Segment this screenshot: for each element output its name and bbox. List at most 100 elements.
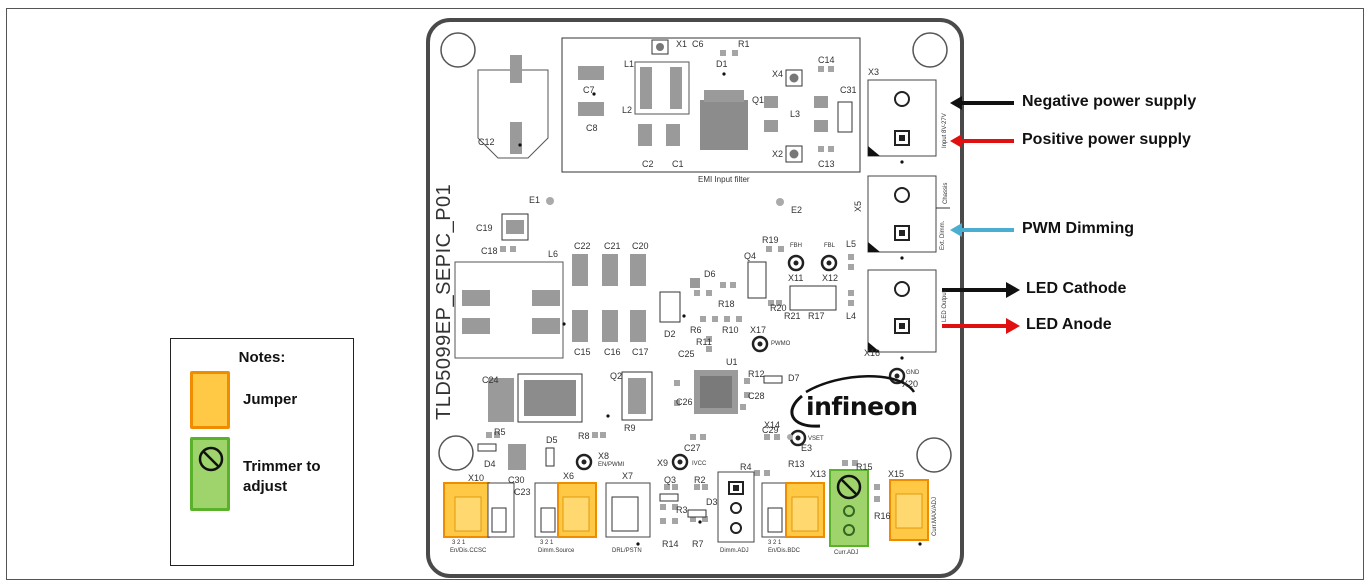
label-x10: X10 — [468, 473, 485, 483]
label-c12: C12 — [478, 137, 495, 147]
mounting-hole — [916, 437, 952, 473]
label-l5: L5 — [846, 239, 857, 249]
label-x1: X1 — [676, 39, 688, 49]
label-c25: C25 — [678, 349, 695, 359]
label-r6: R6 — [690, 325, 702, 335]
label-r4: R4 — [740, 462, 752, 472]
label-dimm-source: Dimm.Source — [538, 548, 575, 554]
jumper-swatch — [190, 371, 230, 429]
trimmer-legend-label: Trimmer to adjust — [243, 458, 321, 495]
label-r12: R12 — [748, 369, 765, 379]
label-r9: R9 — [624, 423, 636, 433]
board-name: TLD5099EP_SEPIC_P01 — [433, 183, 455, 420]
label-x13: X13 — [810, 469, 827, 479]
label-x17: X17 — [750, 325, 767, 335]
label-c26: C26 — [676, 397, 693, 407]
label-led-output: LED Output — [942, 290, 948, 322]
callout-led-cathode: LED Cathode — [1026, 280, 1127, 297]
jumper-legend-label: Jumper — [243, 391, 298, 408]
label-x2: X2 — [772, 149, 784, 159]
label-r14: R14 — [662, 539, 679, 549]
label-x7: X7 — [622, 471, 634, 481]
label-r2: R2 — [694, 475, 706, 485]
label-fbl: FBL — [824, 243, 836, 249]
label-r15: R15 — [856, 462, 873, 472]
infineon-swoosh — [790, 394, 821, 428]
label-c21: C21 — [604, 241, 621, 251]
label-d2: D2 — [664, 329, 676, 339]
infineon-logo-text: infineon — [806, 392, 918, 421]
label-x12: X12 — [822, 273, 839, 283]
label-c28: C28 — [748, 391, 765, 401]
label-x6: X6 — [563, 471, 575, 481]
label-l2: L2 — [622, 105, 633, 115]
label-r7: R7 — [692, 539, 704, 549]
label-c29: C29 — [762, 425, 779, 435]
label-chassis: Chassis — [943, 182, 949, 204]
label-d1: D1 — [716, 59, 728, 69]
callout-arrows — [942, 96, 1020, 334]
label-r19: R19 — [762, 235, 779, 245]
callout-negative-supply: Negative power supply — [1022, 93, 1197, 110]
label-drl-pstn: DRL/PSTN — [612, 548, 642, 554]
emi-filter-box — [561, 37, 861, 173]
label-c30: C30 — [508, 475, 525, 485]
label-c13: C13 — [818, 159, 835, 169]
label-x15: X15 — [888, 469, 905, 479]
label-q2: Q2 — [610, 371, 623, 381]
label-en-dis-bdc: En/Dis.BDC — [768, 548, 801, 554]
label-x4: X4 — [772, 69, 784, 79]
label-r8: R8 — [578, 431, 590, 441]
label-x3: X3 — [868, 67, 880, 77]
label-curr-adj: Curr.ADJ — [834, 550, 859, 556]
label-c17: C17 — [632, 347, 649, 357]
emi-filter-label: EMI Input filter — [698, 175, 750, 184]
label-d3: D3 — [706, 497, 718, 507]
label-c6: C6 — [692, 39, 704, 49]
l6-outline — [454, 261, 564, 359]
callout-led-anode: LED Anode — [1026, 316, 1112, 333]
label-q3: Q3 — [664, 475, 677, 485]
label-r5: R5 — [494, 427, 506, 437]
notes-legend: Notes: Jumper Trimmer to adjust — [170, 338, 354, 566]
label-x9: X9 — [657, 458, 669, 468]
q1-body — [700, 100, 748, 150]
pins-x10: 3 2 1 — [452, 540, 466, 546]
mounting-hole — [912, 32, 948, 68]
label-c27: C27 — [684, 443, 701, 453]
figure-frame — [6, 8, 1364, 580]
label-curr-max: Curr.MAX/ADJ — [932, 496, 938, 536]
label-c15: C15 — [574, 347, 591, 357]
trimmer-icon — [198, 446, 224, 472]
label-x11: X11 — [788, 273, 804, 283]
pins-x13: 3 2 1 — [768, 540, 782, 546]
label-r3: R3 — [676, 505, 688, 515]
label-x8: X8 — [598, 451, 610, 461]
label-r11: R11 — [696, 337, 712, 347]
label-c2: C2 — [642, 159, 654, 169]
label-l6: L6 — [548, 249, 559, 259]
label-dimm-adj: Dimm.ADJ — [720, 548, 749, 554]
label-d7: D7 — [788, 373, 800, 383]
label-pwmo: PWMO — [771, 341, 791, 347]
label-input-voltage: Input 8V-27V — [942, 113, 948, 148]
callout-positive-supply: Positive power supply — [1022, 131, 1191, 148]
pins-x6: 3 2 1 — [540, 540, 554, 546]
label-r1: R1 — [738, 39, 750, 49]
c12-pad — [510, 122, 522, 154]
label-c19: C19 — [476, 223, 493, 233]
c12-outline — [477, 69, 549, 159]
label-q1: Q1 — [752, 95, 765, 105]
label-r16: R16 — [874, 511, 891, 521]
label-c20: C20 — [632, 241, 649, 251]
label-gnd: GND — [906, 370, 920, 376]
label-q4: Q4 — [744, 251, 757, 261]
label-r13: R13 — [788, 459, 805, 469]
label-c1: C1 — [672, 159, 684, 169]
label-e1: E1 — [529, 195, 541, 205]
label-en-pwmi: EN/PWMI — [598, 462, 625, 468]
label-c23: C23 — [514, 487, 531, 497]
label-en-dis-ccsc: En/Dis.CCSC — [450, 548, 487, 554]
label-l1: L1 — [624, 59, 635, 69]
